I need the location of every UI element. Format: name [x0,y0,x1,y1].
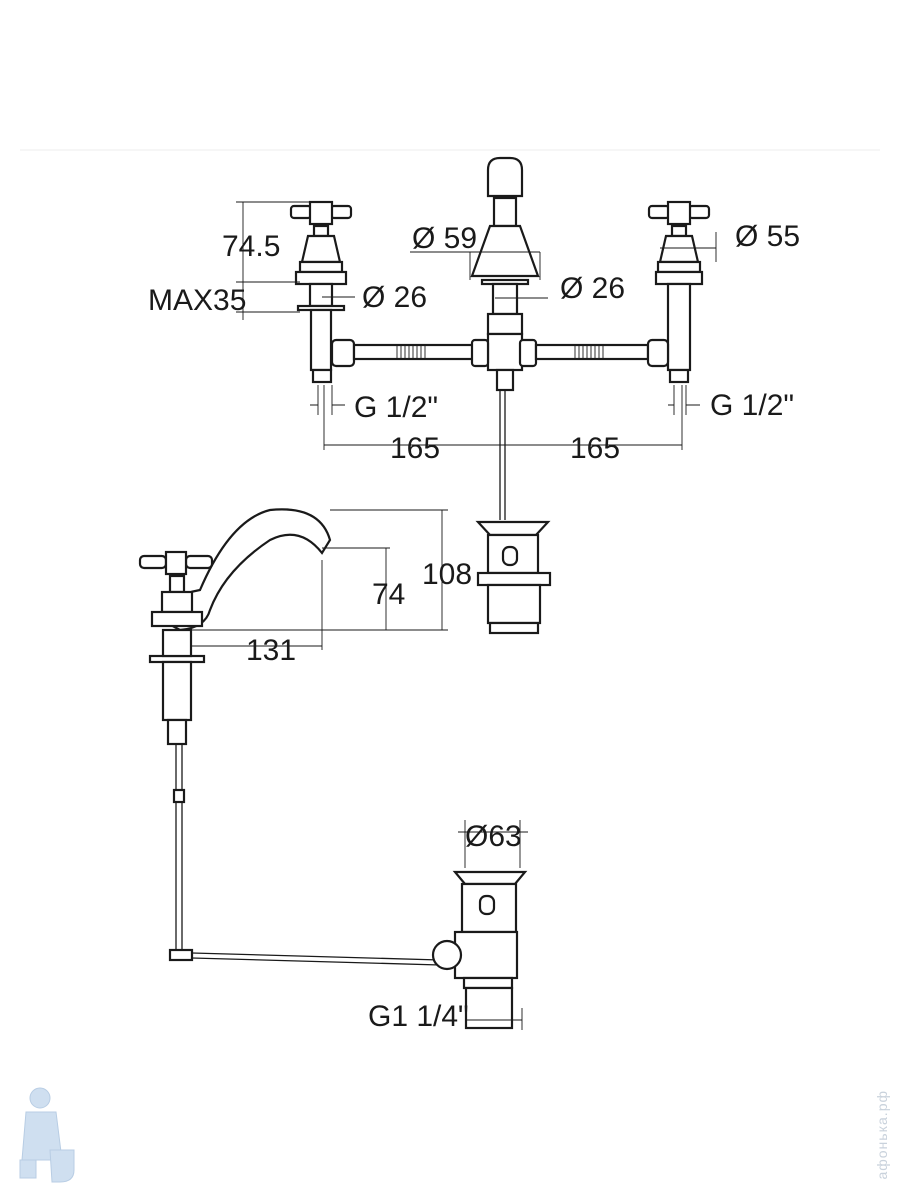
dim-spout-height: 108 [422,558,472,591]
dim-handle-height: 74.5 [222,230,280,263]
dim-waste-thread: G1 1/4" [368,1000,469,1033]
dim-spout-reach: 131 [246,634,296,667]
dim-handle-base-dia: Ø 55 [735,220,800,253]
right-handle-valve [647,200,711,384]
dim-max-deck: MAX35 [148,284,246,317]
side-view-faucet [138,508,441,966]
dim-spout-base-dia: Ø 59 [412,222,477,255]
dim-left-thread: G 1/2" [354,391,438,424]
dim-waste-dia: Ø63 [465,820,522,853]
dim-outlet-height: 74 [372,578,405,611]
left-handle-valve [289,200,353,384]
dimension-lines [180,201,717,1030]
top-pop-up-waste [475,520,552,635]
dim-spout-stem-dia: Ø 26 [560,272,625,305]
dim-right-thread: G 1/2" [710,389,794,422]
plumber-logo [19,1087,75,1183]
bottom-waste [431,870,528,1030]
dim-spacing-left: 165 [390,432,440,465]
dim-spacing-right: 165 [570,432,620,465]
watermark: афонька.рф [874,1090,890,1180]
connecting-pipes [330,338,670,368]
dim-handle-stem-dia: Ø 26 [362,281,427,314]
